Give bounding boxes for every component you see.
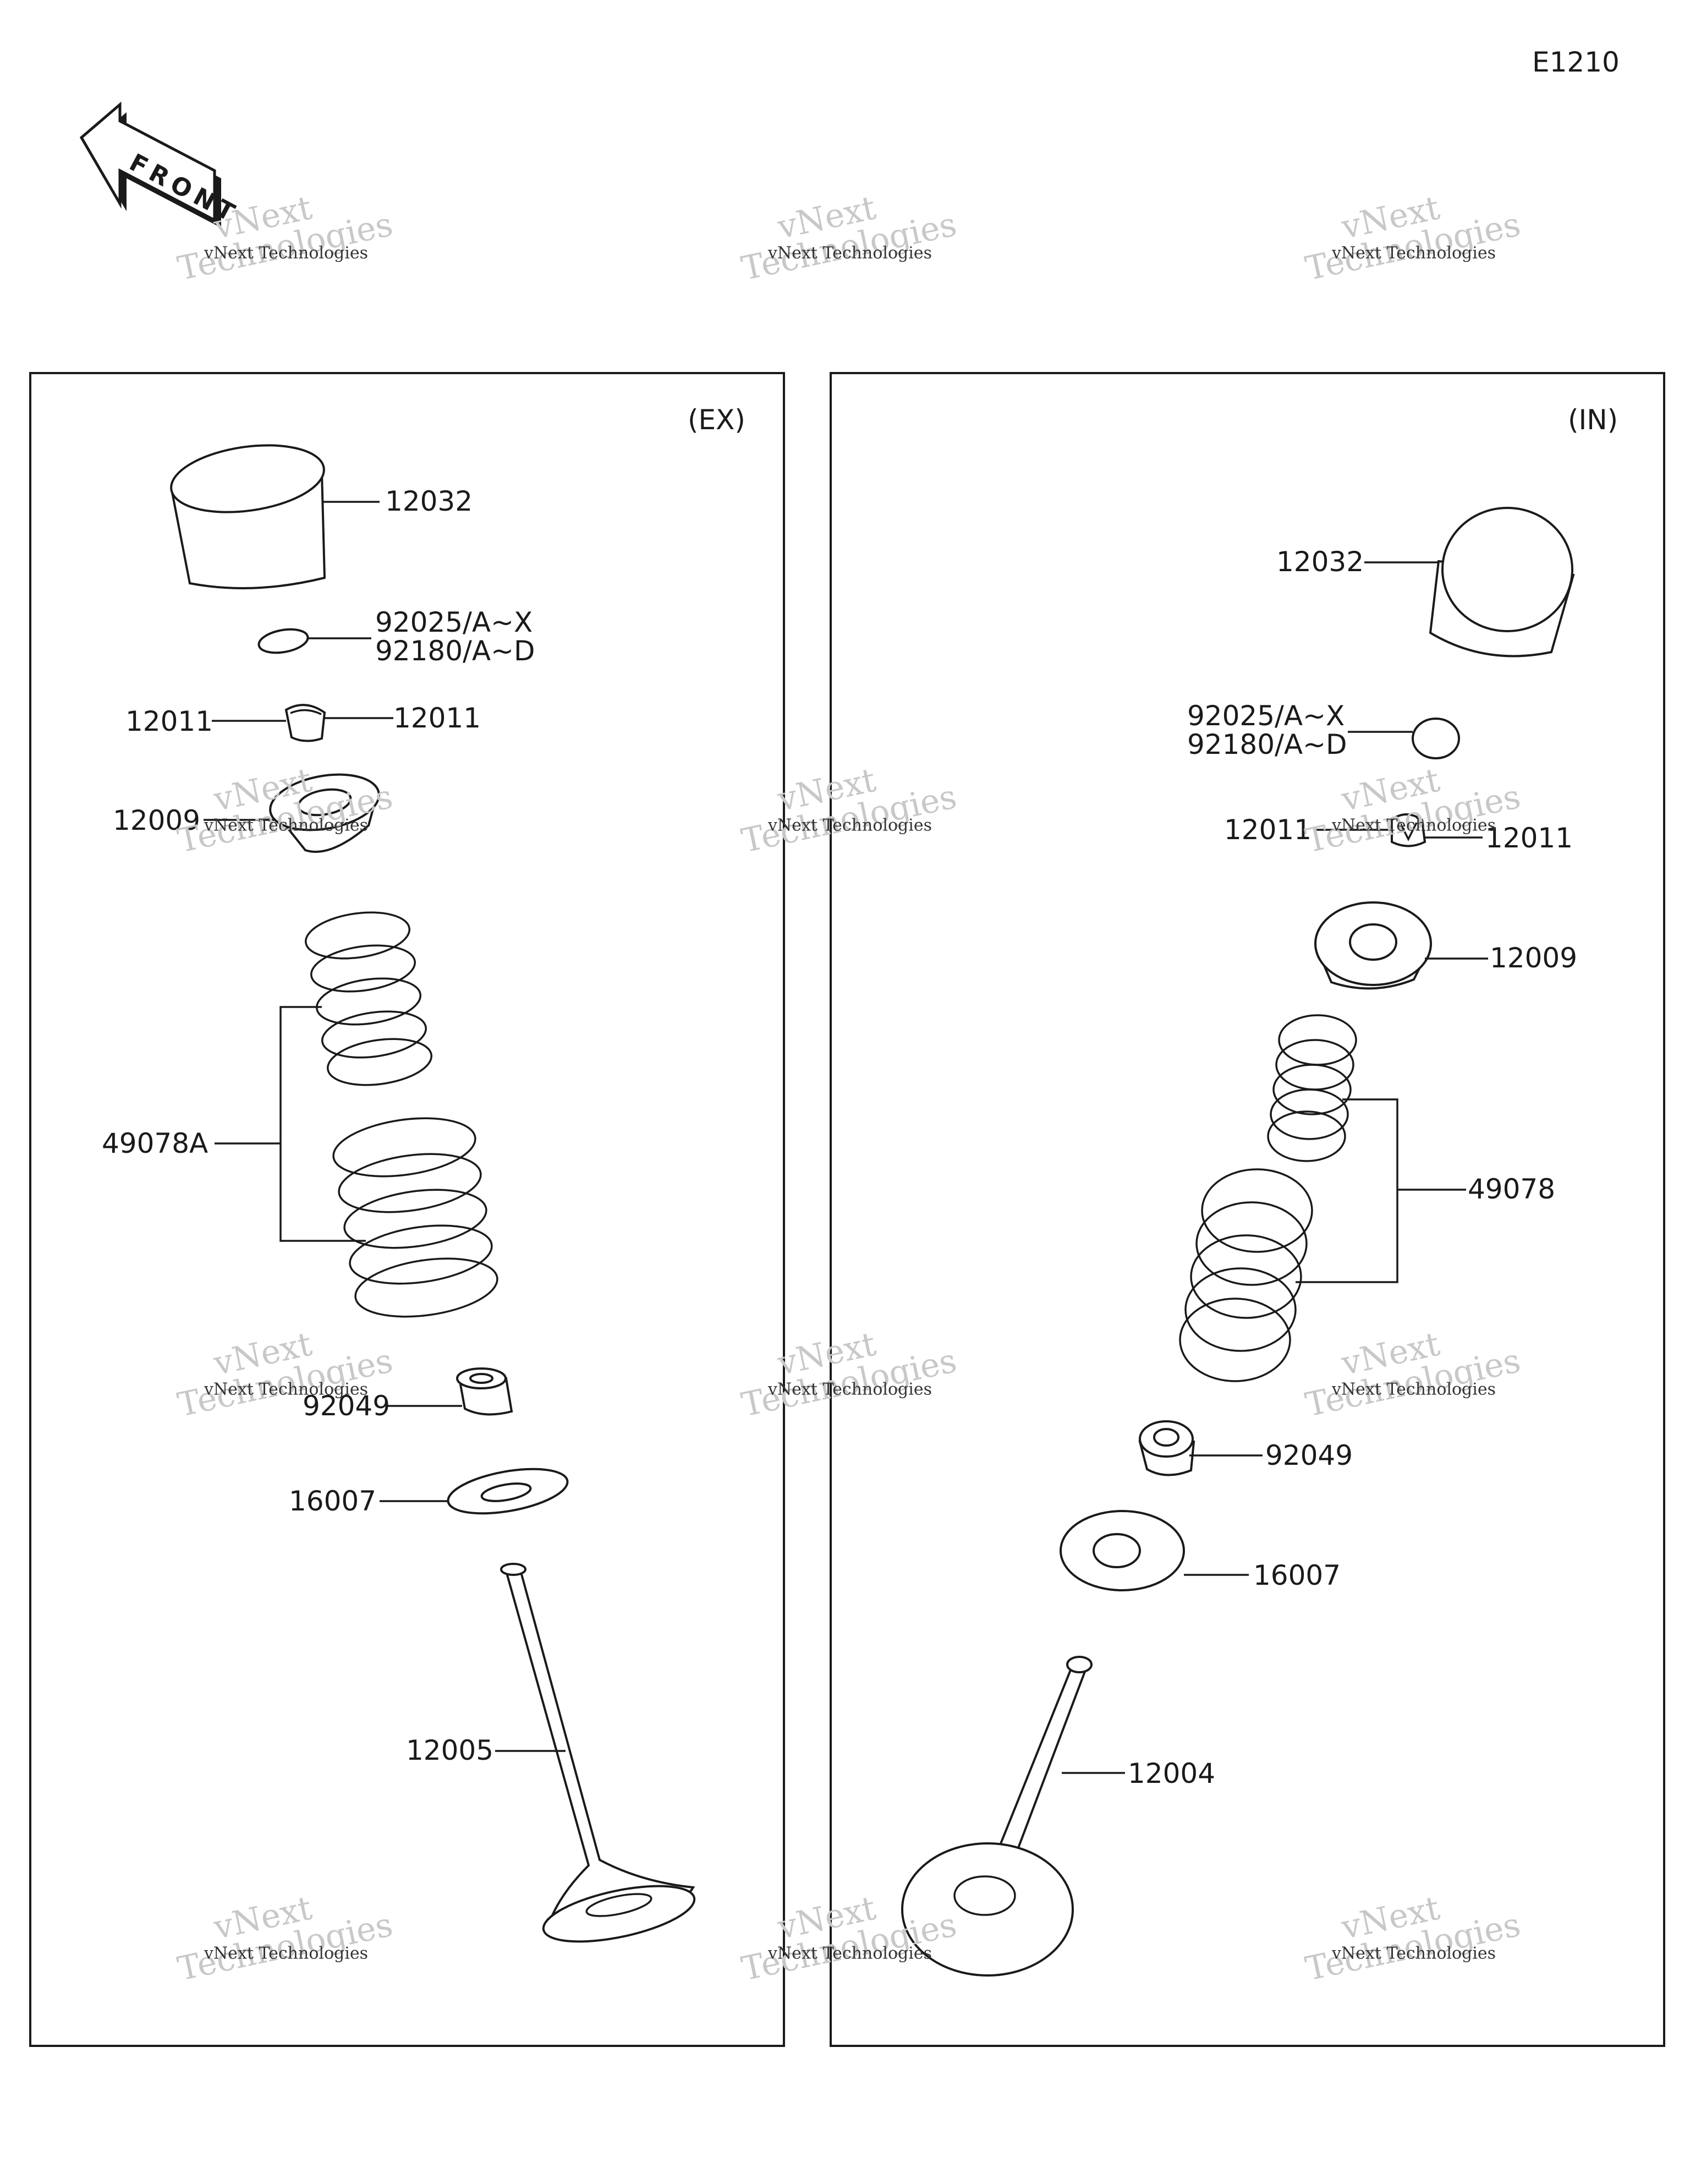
svg-text:vNext Technologies: vNext Technologies [1331,1944,1496,1963]
in-cotter-right-label: 12011 [1485,822,1573,854]
intake-valve-lifter [1364,507,1575,658]
ex-cotter-left-label: 12011 [125,705,213,737]
intake-spring-retainer [1314,901,1488,990]
ex-shim-label-a: 92025/A~X [375,606,533,638]
exhaust-cotter [212,704,393,742]
svg-text:vNext Technologies: vNext Technologies [767,1944,932,1963]
exhaust-valve [495,1563,696,1943]
intake-spring-seat [1060,1510,1249,1591]
watermark: vNext Technologies vNext Technologies [738,1325,960,1425]
svg-text:vNext Technologies: vNext Technologies [204,1380,368,1399]
exhaust-spring-seat [380,1468,569,1515]
watermark: vNext Technologies vNext Technologies [738,189,960,288]
ex-lifter-label: 12032 [385,485,473,517]
intake-panel [830,372,1665,2047]
in-valve-label: 12004 [1128,1758,1215,1789]
svg-text:vNext Technologies: vNext Technologies [767,1380,932,1399]
intake-cotter [1315,813,1483,847]
exhaust-valve-lifter [170,444,380,589]
in-shim-label-b: 92180/A~D [1187,729,1347,760]
in-shim-label-a: 92025/A~X [1187,700,1345,732]
watermark: vNext Technologies vNext Technologies [1302,189,1524,288]
watermark-grid: vNext Technologies vNext Technologies vN… [174,189,1524,1989]
in-lifter-label: 12032 [1276,546,1364,578]
svg-text:vNext Technologies: vNext Technologies [767,815,932,835]
in-spring-label: 49078 [1468,1173,1555,1205]
in-retainer-label: 12009 [1490,942,1577,974]
watermark: vNext Technologies vNext Technologies [1302,761,1524,861]
svg-text:vNext Technologies: vNext Technologies [767,243,932,262]
ex-shim-label-b: 92180/A~D [375,635,535,667]
svg-text:vNext Technologies: vNext Technologies [1331,1380,1496,1399]
in-cotter-left-label: 12011 [1224,814,1312,846]
svg-text:vNext Technologies: vNext Technologies [204,1944,368,1963]
watermark: vNext Technologies vNext Technologies [174,761,396,861]
watermark: vNext Technologies vNext Technologies [1302,1325,1524,1425]
svg-text:vNext Technologies: vNext Technologies [1331,815,1496,835]
diagram-code: E1210 [1532,46,1620,78]
ex-retainer-label: 12009 [113,804,200,836]
svg-text:vNext Technologies: vNext Technologies [204,243,368,262]
exhaust-panel [29,372,785,2047]
exhaust-shim [257,628,371,654]
ex-seal-label: 92049 [303,1390,390,1422]
intake-valve [901,1656,1125,1977]
watermark: vNext Technologies vNext Technologies [174,1889,396,1989]
exhaust-spring-retainer [204,773,380,853]
exhaust-valve-stem-seal [388,1367,513,1416]
intake-valve-stem-seal [1138,1420,1263,1476]
watermark: vNext Technologies vNext Technologies [738,761,960,861]
exhaust-valve-springs [215,911,498,1318]
svg-text:vNext Technologies: vNext Technologies [1331,243,1496,262]
svg-text:vNext Technologies: vNext Technologies [204,815,368,835]
ex-spring-label: 49078A [102,1127,208,1159]
intake-shim [1348,718,1460,759]
in-seal-label: 92049 [1265,1439,1353,1471]
exhaust-panel-label: (EX) [688,404,745,436]
ex-seat-label: 16007 [289,1485,376,1517]
in-seat-label: 16007 [1253,1559,1341,1591]
intake-valve-springs [1179,1014,1466,1382]
ex-valve-label: 12005 [406,1734,493,1766]
ex-cotter-right-label: 12011 [393,702,481,734]
intake-panel-label: (IN) [1568,404,1618,436]
watermark: vNext Technologies vNext Technologies [1302,1889,1524,1989]
